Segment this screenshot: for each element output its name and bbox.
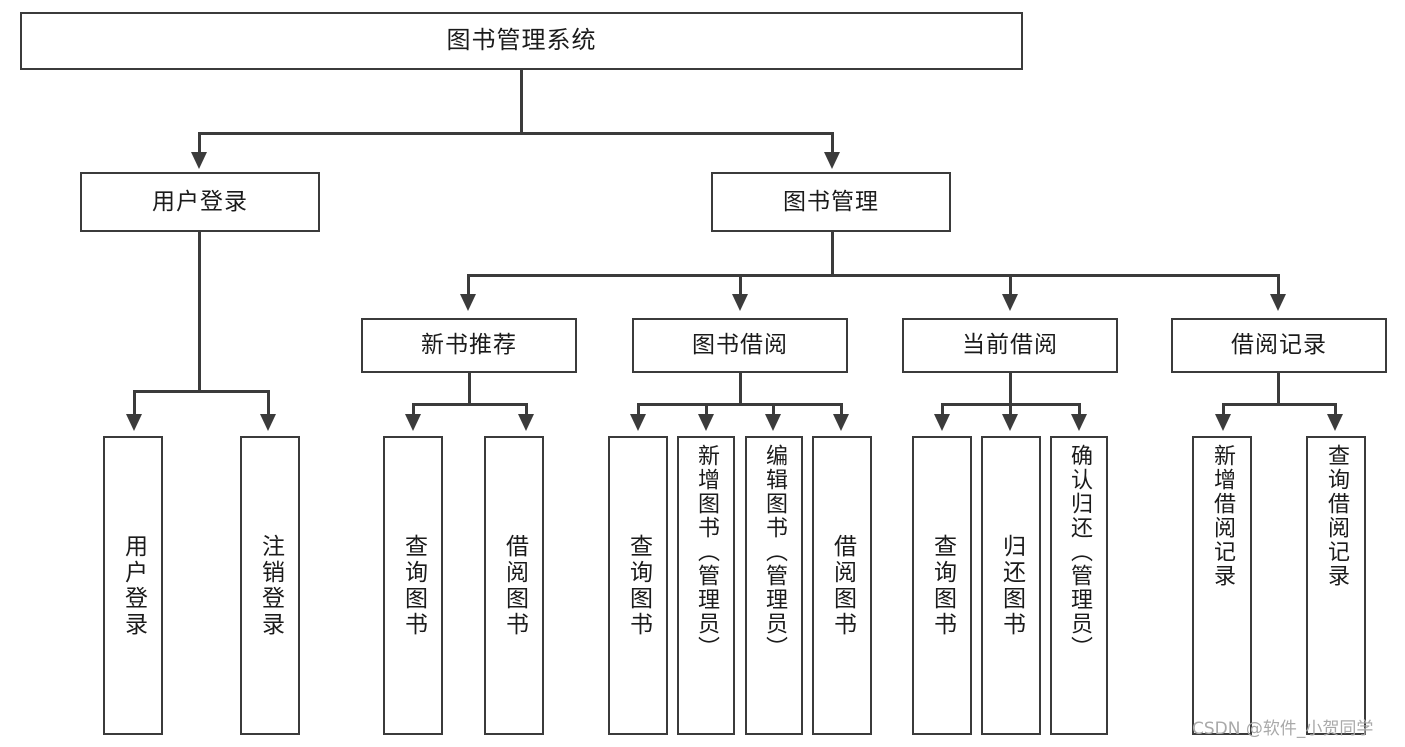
leaf-add-book-label: 新增图书（管理员） (694, 444, 719, 660)
leaf-add-record-label: 新增借阅记录 (1210, 444, 1235, 588)
leaf-borrow-book-2-label: 借阅图书 (829, 533, 856, 638)
watermark-text: CSDN @软件_小贺同学 (1192, 719, 1374, 739)
edge-root-to-book-manage (831, 132, 834, 154)
edge-bm-drop-3 (1009, 274, 1012, 296)
node-borrow-record[interactable]: 借阅记录 (1171, 318, 1387, 373)
arrow-user-login-leaf-2 (260, 414, 276, 431)
leaf-confirm-return[interactable]: 确认归还（管理员） (1050, 436, 1108, 735)
edge-bb-bus (637, 403, 843, 406)
arrow-root-to-book-manage (824, 152, 840, 169)
arrow-cb-leaf-2 (1002, 414, 1018, 431)
leaf-user-logout[interactable]: 注销登录 (240, 436, 300, 735)
leaf-borrow-book-1[interactable]: 借阅图书 (484, 436, 544, 735)
edge-root-to-user-login (198, 132, 201, 154)
edge-bm-drop-4 (1277, 274, 1280, 296)
arrow-nbr-leaf-1 (405, 414, 421, 431)
edge-br-drop-2 (1334, 403, 1337, 416)
leaf-borrow-book-2[interactable]: 借阅图书 (812, 436, 872, 735)
leaf-query-book-2[interactable]: 查询图书 (608, 436, 668, 735)
node-book-manage[interactable]: 图书管理 (711, 172, 951, 232)
edge-root-stem (520, 70, 523, 134)
node-root-system[interactable]: 图书管理系统 (20, 12, 1023, 70)
leaf-query-book-3-label: 查询图书 (929, 533, 956, 638)
arrow-bb-leaf-4 (833, 414, 849, 431)
leaf-query-record-label: 查询借阅记录 (1324, 444, 1349, 588)
edge-user-login-drop-2 (267, 390, 270, 416)
node-current-borrow-label: 当前借阅 (962, 332, 1058, 359)
node-book-borrow[interactable]: 图书借阅 (632, 318, 848, 373)
edge-root-bus (198, 132, 834, 135)
leaf-add-book[interactable]: 新增图书（管理员） (677, 436, 735, 735)
leaf-query-book-3[interactable]: 查询图书 (912, 436, 972, 735)
node-root-label: 图书管理系统 (446, 26, 597, 55)
arrow-bm-to-borrow-record (1270, 294, 1286, 311)
arrow-bm-to-book-borrow (732, 294, 748, 311)
edge-user-login-stem (198, 232, 201, 392)
edge-br-bus (1222, 403, 1337, 406)
arrow-br-leaf-1 (1215, 414, 1231, 431)
edge-nbr-stem (468, 373, 471, 405)
edge-user-login-drop-1 (133, 390, 136, 416)
arrow-user-login-leaf-1 (126, 414, 142, 431)
edge-cb-stem (1009, 373, 1012, 405)
edge-bb-drop-4 (840, 403, 843, 416)
edge-bb-stem (739, 373, 742, 405)
edge-bm-drop-1 (467, 274, 470, 296)
node-borrow-record-label: 借阅记录 (1231, 332, 1327, 359)
edge-bb-drop-3 (772, 403, 775, 416)
leaf-add-record[interactable]: 新增借阅记录 (1192, 436, 1252, 735)
edge-bm-drop-2 (739, 274, 742, 296)
leaf-query-book-1[interactable]: 查询图书 (383, 436, 443, 735)
edge-book-manage-bus (467, 274, 1280, 277)
leaf-edit-book-label: 编辑图书（管理员） (762, 444, 787, 660)
arrow-bb-leaf-3 (765, 414, 781, 431)
arrow-bb-leaf-2 (698, 414, 714, 431)
leaf-query-book-1-label: 查询图书 (400, 533, 427, 638)
edge-cb-drop-3 (1078, 403, 1081, 416)
edge-bb-drop-1 (637, 403, 640, 416)
edge-nbr-drop-2 (525, 403, 528, 416)
leaf-borrow-book-1-label: 借阅图书 (501, 533, 528, 638)
arrow-root-to-user-login (191, 152, 207, 169)
edge-cb-drop-1 (941, 403, 944, 416)
node-current-borrow[interactable]: 当前借阅 (902, 318, 1118, 373)
arrow-cb-leaf-3 (1071, 414, 1087, 431)
edge-bb-drop-2 (705, 403, 708, 416)
node-book-manage-label: 图书管理 (783, 188, 879, 215)
arrow-nbr-leaf-2 (518, 414, 534, 431)
leaf-return-book-label: 归还图书 (998, 533, 1025, 638)
edge-br-drop-1 (1222, 403, 1225, 416)
leaf-user-login[interactable]: 用户登录 (103, 436, 163, 735)
leaf-return-book[interactable]: 归还图书 (981, 436, 1041, 735)
node-user-login[interactable]: 用户登录 (80, 172, 320, 232)
edge-user-login-bus (133, 390, 270, 393)
edge-nbr-bus (412, 403, 528, 406)
node-user-login-label: 用户登录 (152, 188, 248, 215)
edge-book-manage-stem (831, 232, 834, 276)
arrow-cb-leaf-1 (934, 414, 950, 431)
leaf-edit-book[interactable]: 编辑图书（管理员） (745, 436, 803, 735)
leaf-user-logout-label: 注销登录 (257, 533, 284, 638)
edge-nbr-drop-1 (412, 403, 415, 416)
node-book-borrow-label: 图书借阅 (692, 332, 788, 359)
leaf-query-record[interactable]: 查询借阅记录 (1306, 436, 1366, 735)
leaf-confirm-return-label: 确认归还（管理员） (1067, 444, 1092, 660)
node-new-book-rec-label: 新书推荐 (421, 332, 517, 359)
edge-br-stem (1277, 373, 1280, 405)
leaf-user-login-label: 用户登录 (120, 533, 147, 638)
arrow-bm-to-new-book-rec (460, 294, 476, 311)
arrow-br-leaf-2 (1327, 414, 1343, 431)
node-new-book-rec[interactable]: 新书推荐 (361, 318, 577, 373)
edge-cb-drop-2 (1009, 403, 1012, 416)
arrow-bb-leaf-1 (630, 414, 646, 431)
arrow-bm-to-current-borrow (1002, 294, 1018, 311)
leaf-query-book-2-label: 查询图书 (625, 533, 652, 638)
